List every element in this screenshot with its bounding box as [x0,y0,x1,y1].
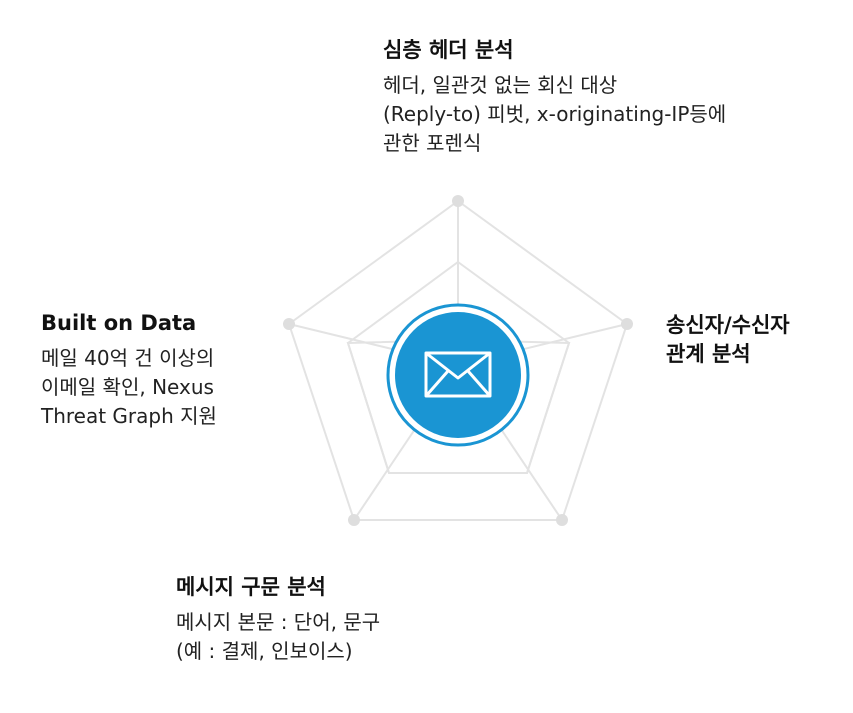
description-line: (예 : 결제, 인보이스) [176,639,353,663]
block-title: 메시지 구문 분석 [176,575,326,599]
vertex-dot-bottom-left [348,514,360,526]
description-line: 메시지 본문 : 단어, 문구 [176,610,381,634]
block-sender-recipient-analysis: 송신자/수신자 관계 분석 [666,311,790,377]
vertex-dot-left [283,318,295,330]
description-line: 메일 40억 건 이상의 [41,346,215,370]
radar-vertex-dots [283,195,633,526]
vertex-dot-top [452,195,464,207]
description-line: 헤더, 일관것 없는 회신 대상 [383,73,618,97]
block-title: 심층 헤더 분석 [383,38,514,62]
block-title: 송신자/수신자 관계 분석 [666,311,790,369]
title-line: 송신자/수신자 [666,313,790,337]
block-title: Built on Data [41,311,197,335]
envelope-icon [424,351,492,398]
block-deep-header-analysis: 심층 헤더 분석 헤더, 일관것 없는 회신 대상 (Reply-to) 피벗,… [383,37,726,158]
vertex-dot-right [621,318,633,330]
block-built-on-data: Built on Data 메일 40억 건 이상의 이메일 확인, Nexus… [41,310,217,431]
block-description: 헤더, 일관것 없는 회신 대상 (Reply-to) 피벗, x-origin… [383,71,726,158]
description-line: 관한 포렌식 [383,131,482,155]
center-badge-fill [395,312,521,438]
description-line: (Reply-to) 피벗, x-originating-IP등에 [383,102,727,126]
block-description: 메일 40억 건 이상의 이메일 확인, Nexus Threat Graph … [41,344,217,431]
center-badge [386,303,530,447]
description-line: Threat Graph 지원 [41,404,217,428]
vertex-dot-bottom-right [556,514,568,526]
title-line: 관계 분석 [666,342,751,366]
block-message-parsing: 메시지 구문 분석 메시지 본문 : 단어, 문구 (예 : 결제, 인보이스) [176,574,380,666]
radar-outer-pentagon [287,199,629,521]
description-line: 이메일 확인, Nexus [41,375,214,399]
block-description: 메시지 본문 : 단어, 문구 (예 : 결제, 인보이스) [176,608,380,666]
